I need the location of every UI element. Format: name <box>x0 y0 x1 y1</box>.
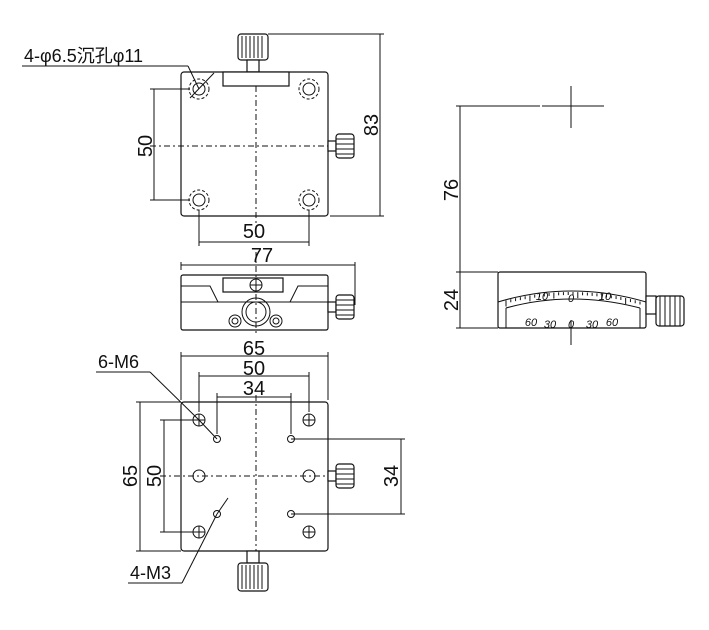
m6-hole <box>302 469 316 483</box>
scale-lower-1: 60 <box>525 317 538 329</box>
bottom-view <box>96 352 405 592</box>
scale-upper-left: 10 <box>536 291 549 303</box>
m6-hole <box>302 413 316 427</box>
top-view <box>22 33 384 246</box>
front-view <box>180 252 356 335</box>
m3-hole <box>213 510 221 518</box>
m6-hole <box>192 525 206 539</box>
dim-bottom-width-34: 34 <box>243 378 265 400</box>
dim-bottom-width-65: 65 <box>243 338 265 360</box>
m6-label: 6-M6 <box>98 352 139 372</box>
scale-lower-2: 30 <box>544 319 557 331</box>
scale-upper-zero: 0 <box>568 293 575 305</box>
dim-side-height-24: 24 <box>441 289 463 311</box>
dim-bottom-height-65: 65 <box>120 465 142 487</box>
m6-hole <box>302 525 316 539</box>
m6-hole <box>192 469 206 483</box>
scale-lower-3: 0 <box>568 319 575 331</box>
dim-front-width-77: 77 <box>251 245 273 267</box>
dim-top-height-50: 50 <box>135 135 157 157</box>
scale-lower-5: 60 <box>606 317 619 329</box>
side-view <box>456 86 685 345</box>
scale-upper-right: 10 <box>599 291 612 303</box>
counterbore-hole <box>298 78 320 100</box>
scale-lower-4: 30 <box>586 319 599 331</box>
m3-label: 4-M3 <box>130 563 171 583</box>
m3-hole <box>213 435 221 443</box>
dim-bottom-height-50: 50 <box>144 465 166 487</box>
knob-side <box>335 133 355 159</box>
dim-top-width-50: 50 <box>243 221 265 243</box>
top-holes-label: 4-φ6.5沉孔φ11 <box>24 46 143 66</box>
dim-top-height-83: 83 <box>361 114 383 136</box>
dim-side-height-76: 76 <box>441 179 463 201</box>
dim-bottom-width-50: 50 <box>243 358 265 380</box>
dim-bottom-right-34: 34 <box>381 465 403 487</box>
